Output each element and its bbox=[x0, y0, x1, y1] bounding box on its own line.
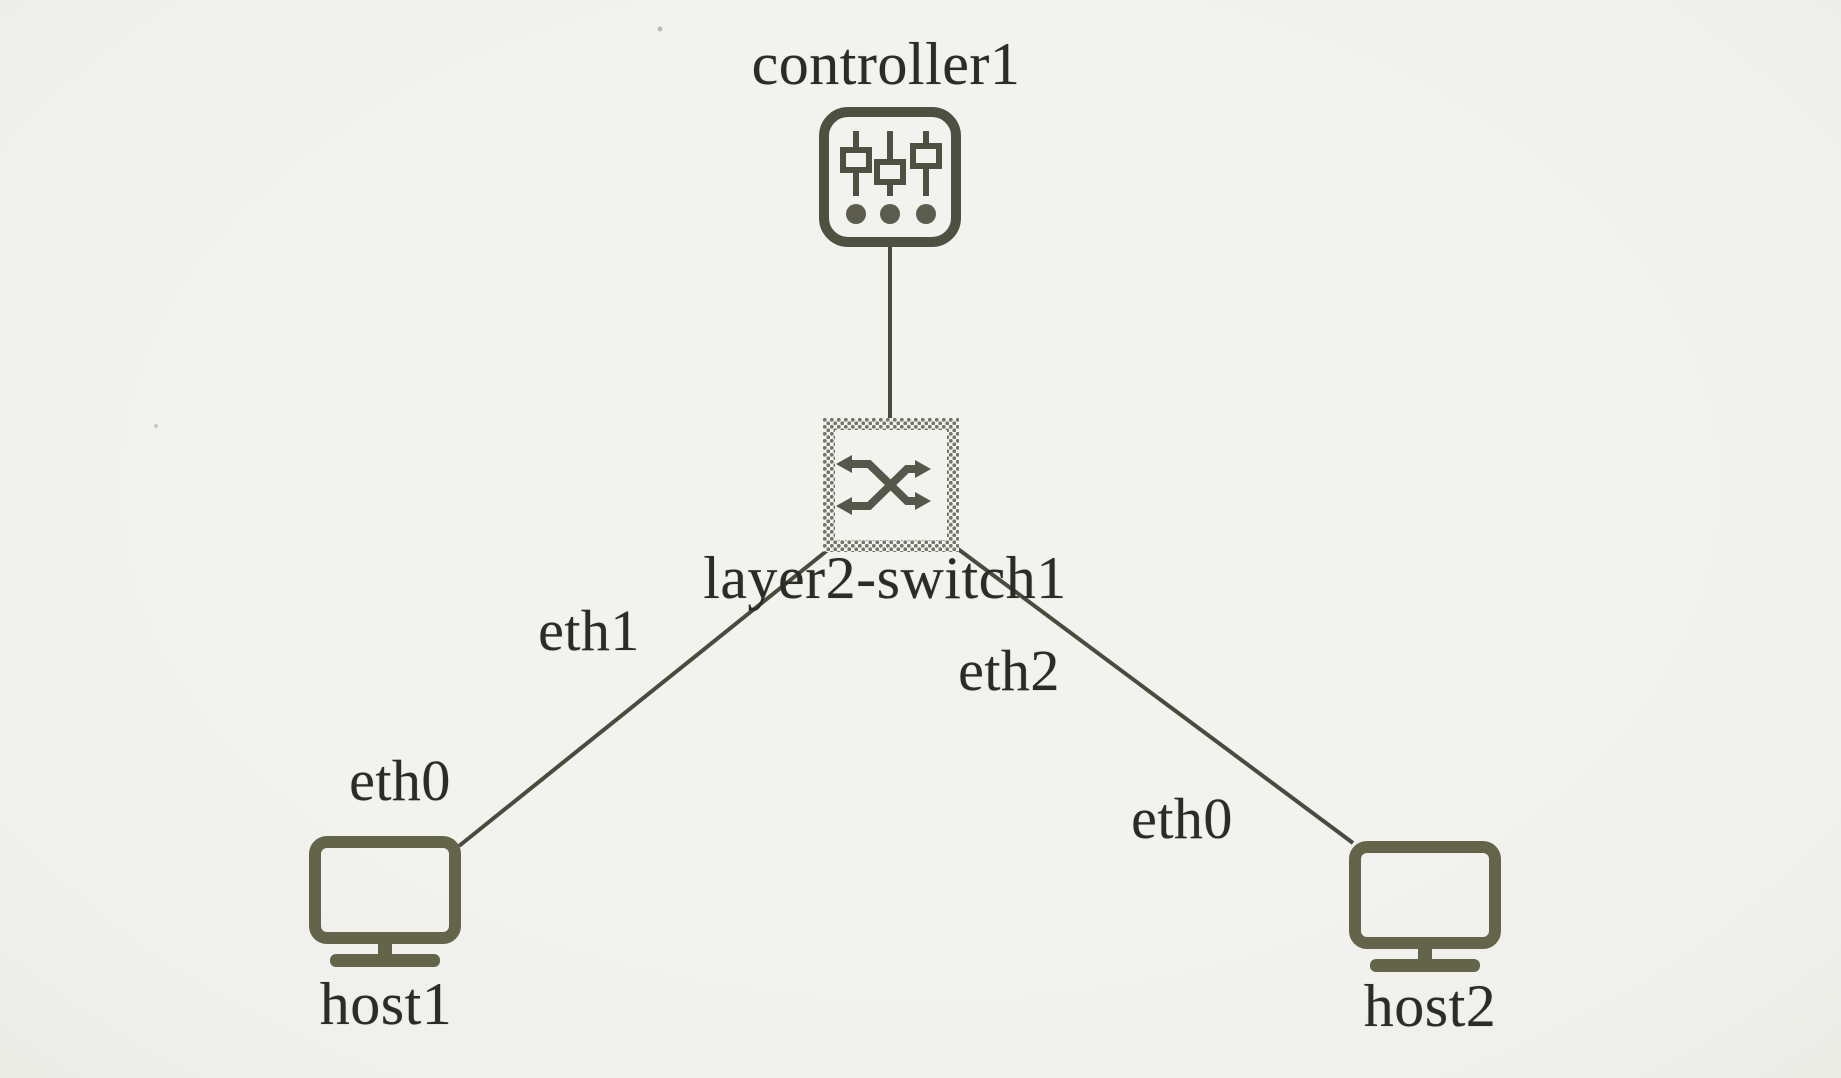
node-controller1 bbox=[818, 106, 962, 253]
port-label-eth2: eth2 bbox=[958, 638, 1060, 703]
link-switch-host1 bbox=[457, 547, 831, 848]
controller-label: controller1 bbox=[751, 31, 1021, 97]
port-label-eth1: eth1 bbox=[538, 598, 640, 663]
switch-icon bbox=[823, 418, 959, 552]
node-host2 bbox=[1348, 840, 1502, 981]
port-label-host2-eth0: eth0 bbox=[1131, 786, 1233, 851]
monitor-icon bbox=[1349, 841, 1501, 972]
port-label-host1-eth0: eth0 bbox=[349, 748, 451, 813]
monitor-icon bbox=[309, 836, 461, 967]
host2-label: host2 bbox=[1363, 973, 1497, 1039]
controller-icon bbox=[819, 107, 961, 247]
host1-label: host1 bbox=[319, 971, 453, 1037]
link-switch-host2 bbox=[956, 547, 1355, 845]
node-layer2-switch1 bbox=[823, 418, 959, 557]
switch-label: layer2-switch1 bbox=[703, 545, 1067, 611]
node-host1 bbox=[308, 835, 462, 976]
